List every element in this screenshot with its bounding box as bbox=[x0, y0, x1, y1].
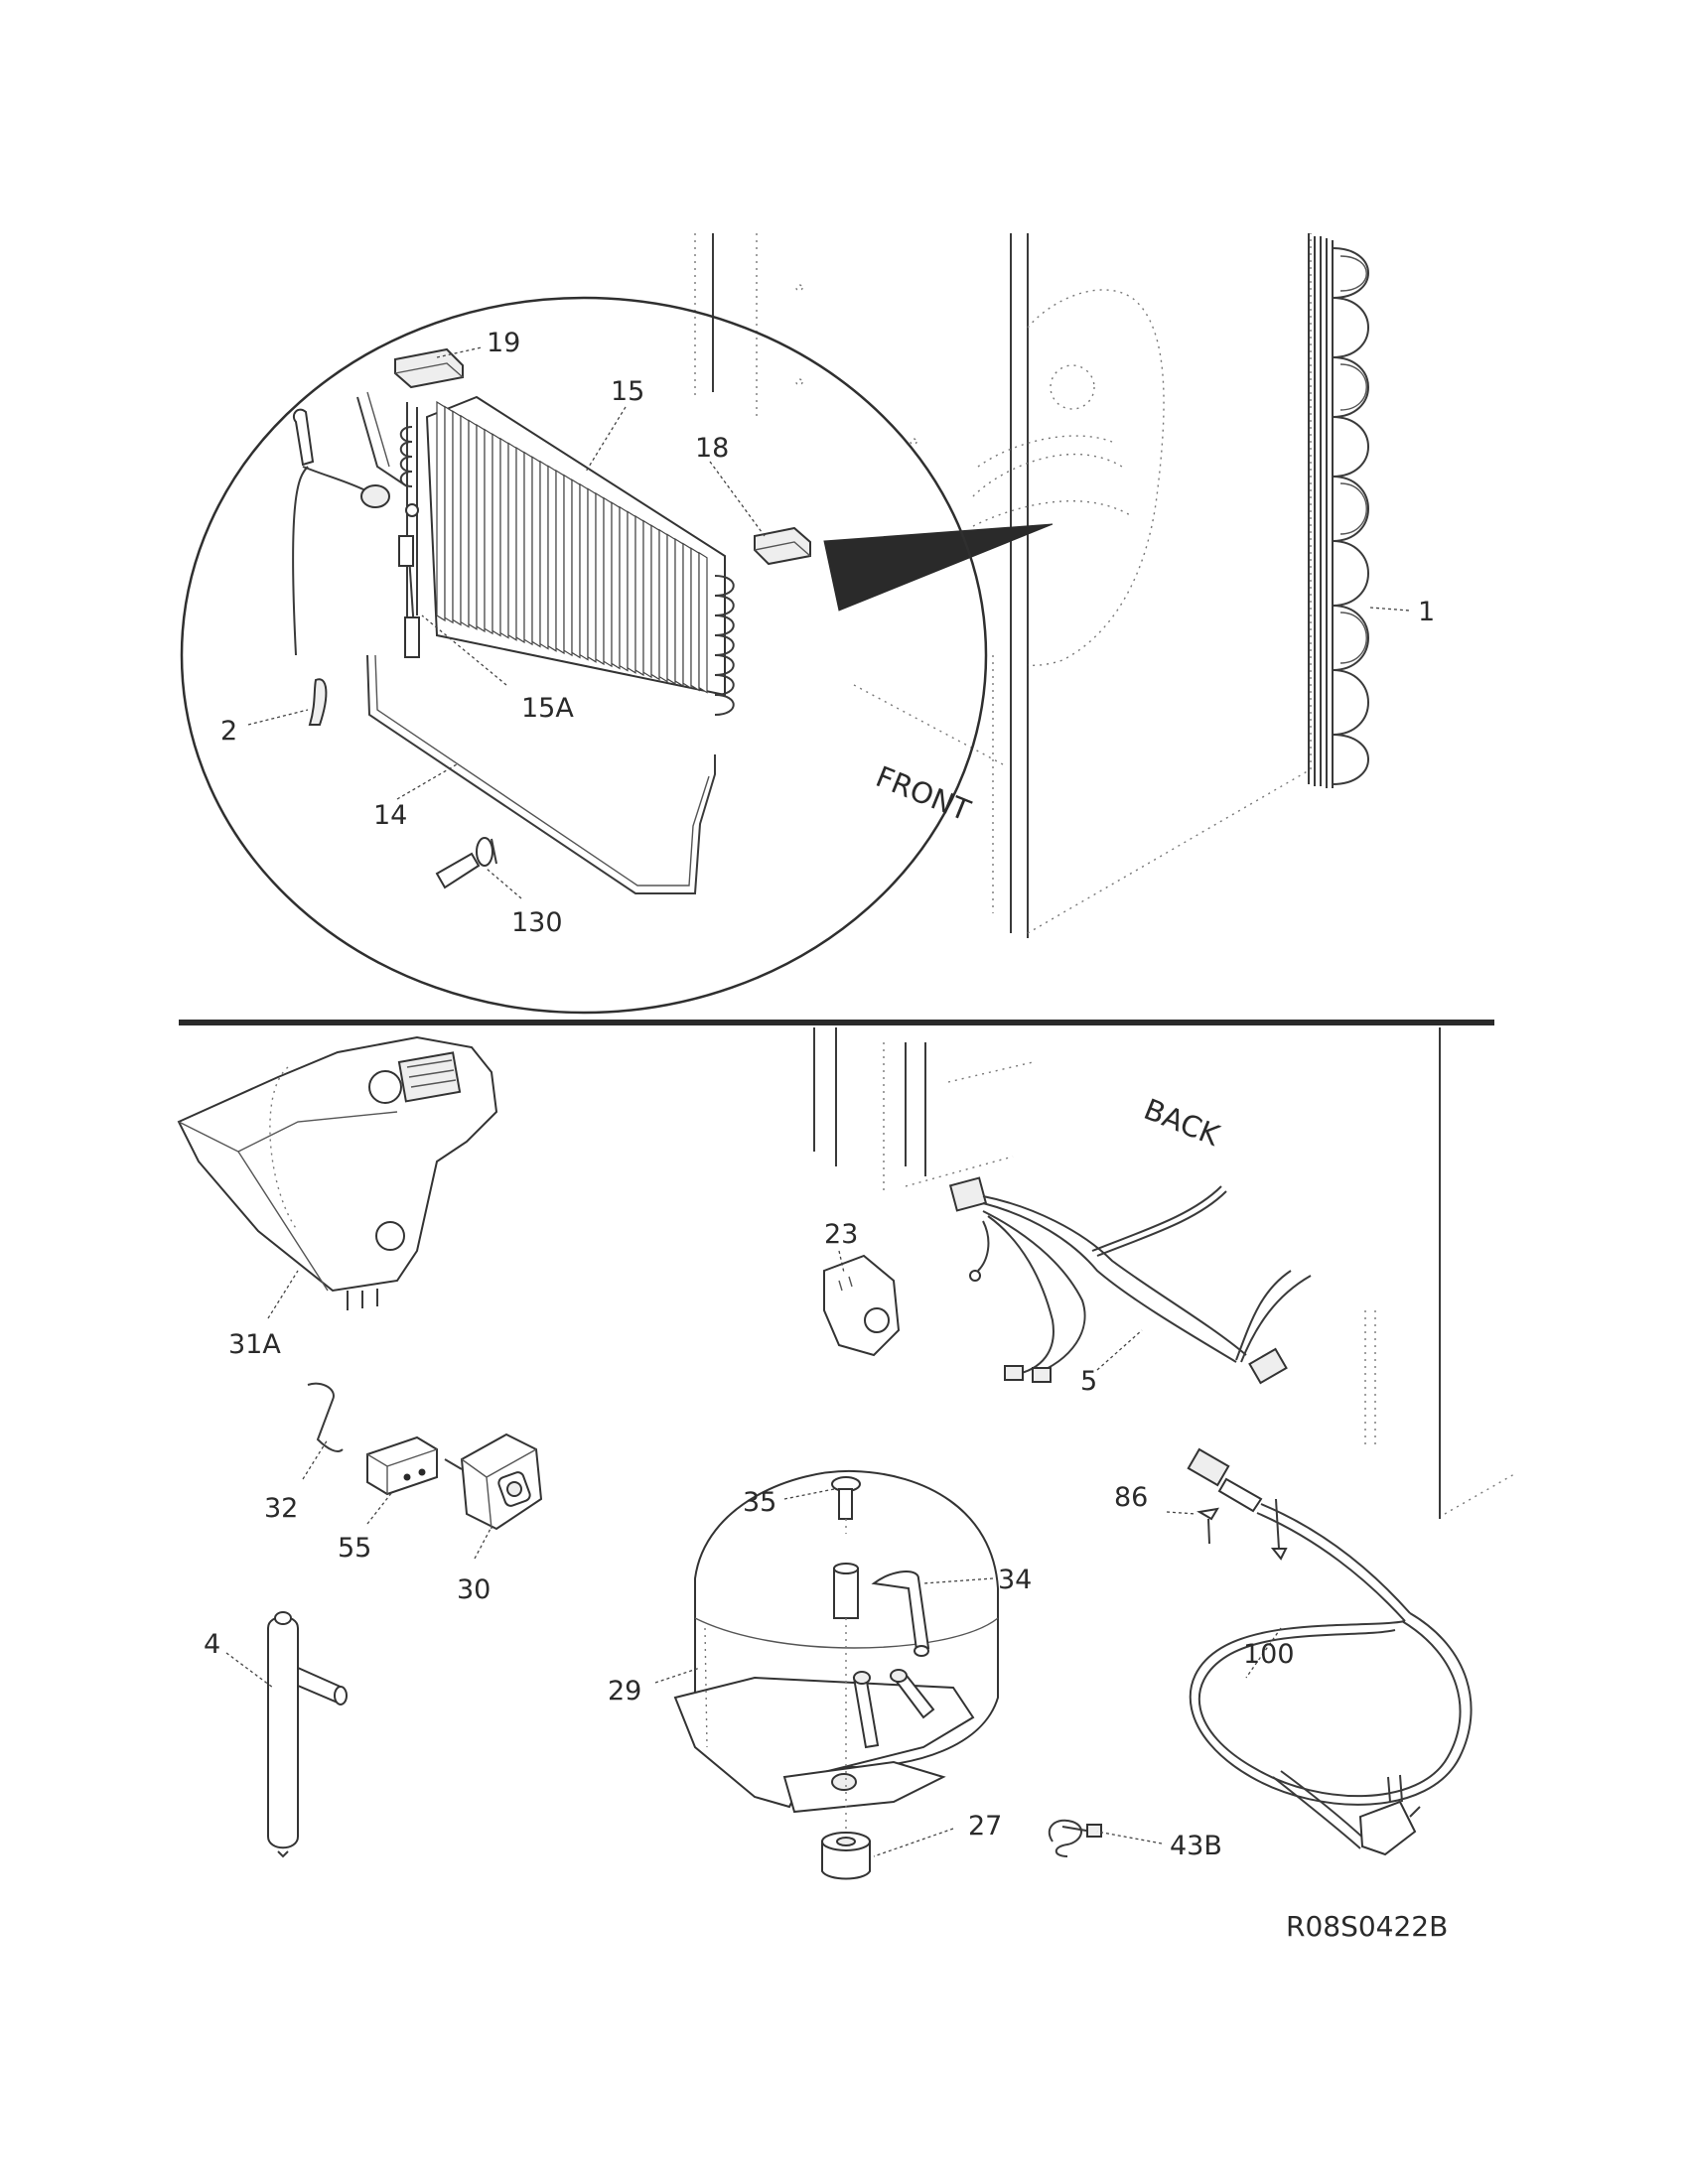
detail-magnifier-circle bbox=[180, 296, 988, 1015]
evaporator-15 bbox=[399, 395, 735, 716]
callout-15a: 15A bbox=[521, 693, 574, 724]
callout-100: 100 bbox=[1243, 1639, 1295, 1670]
callout-1: 1 bbox=[1418, 597, 1435, 627]
drain-heater-14 bbox=[366, 654, 716, 894]
callout-27: 27 bbox=[968, 1811, 1002, 1842]
cabinet-bottom-background bbox=[813, 1027, 1515, 1519]
callout-43b: 43B bbox=[1170, 1831, 1222, 1861]
detail-pointer-wedge bbox=[823, 523, 1054, 612]
callout-29: 29 bbox=[608, 1676, 641, 1706]
overload-30 bbox=[444, 1433, 543, 1531]
bolt-35 bbox=[831, 1476, 861, 1534]
clip-43b bbox=[1048, 1819, 1102, 1857]
callout-86: 86 bbox=[1114, 1482, 1148, 1513]
callout-35: 35 bbox=[743, 1487, 776, 1518]
callout-5: 5 bbox=[1080, 1366, 1097, 1397]
insulation-block-18 bbox=[754, 526, 811, 566]
housing-31a bbox=[177, 1035, 498, 1310]
compressor-29 bbox=[673, 1469, 999, 1814]
condenser-coil-part bbox=[1308, 233, 1369, 788]
cabinet-top-background bbox=[694, 233, 1312, 938]
sleeve-34 bbox=[833, 1563, 859, 1866]
figure-code: R08S0422B bbox=[1286, 1910, 1448, 1943]
callout-32: 32 bbox=[264, 1493, 298, 1524]
defrost-heater-15a bbox=[398, 503, 420, 658]
callout-15: 15 bbox=[611, 376, 644, 407]
clip-2 bbox=[308, 678, 328, 726]
callout-34: 34 bbox=[998, 1565, 1032, 1595]
callout-23: 23 bbox=[824, 1219, 858, 1250]
insulation-block-19 bbox=[394, 347, 464, 389]
filter-drier-4 bbox=[267, 1611, 348, 1858]
defrost-timer-23 bbox=[823, 1254, 901, 1357]
front-label: FRONT bbox=[871, 759, 975, 828]
callout-30: 30 bbox=[457, 1574, 491, 1605]
back-label: BACK bbox=[1139, 1092, 1224, 1153]
callout-55: 55 bbox=[338, 1533, 371, 1564]
callout-leaders-bottom bbox=[225, 1250, 1282, 1857]
callout-4: 4 bbox=[204, 1629, 220, 1660]
callout-130: 130 bbox=[511, 907, 563, 938]
callout-19: 19 bbox=[487, 328, 520, 358]
callout-14: 14 bbox=[373, 800, 407, 831]
wire-harness-5 bbox=[948, 1176, 1312, 1385]
clip-32 bbox=[307, 1382, 344, 1452]
defrost-thermostat-wire bbox=[292, 391, 408, 656]
callout-leaders-top bbox=[247, 346, 1411, 899]
power-cord-100 bbox=[1187, 1447, 1473, 1856]
screw-86 bbox=[1196, 1507, 1219, 1545]
drain-plug-130 bbox=[435, 837, 497, 889]
callout-18: 18 bbox=[695, 433, 729, 464]
relay-55 bbox=[366, 1435, 438, 1496]
callout-2: 2 bbox=[220, 716, 237, 747]
grommet-27 bbox=[821, 1832, 871, 1880]
callout-31a: 31A bbox=[228, 1329, 281, 1360]
